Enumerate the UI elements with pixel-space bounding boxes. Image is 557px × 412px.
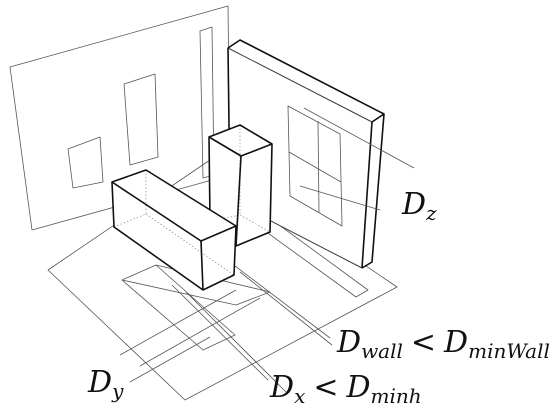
long-box (111, 169, 237, 291)
wall-window-small (67, 136, 104, 189)
label-dy: Dy (87, 365, 124, 403)
wall-window-tall (123, 73, 159, 166)
slab-window (287, 105, 343, 227)
label-dwall-constraint: Dwall<DminWall (336, 325, 550, 363)
label-dx-constraint: Dx<Dminh (269, 370, 422, 408)
label-dz: Dz (401, 187, 437, 225)
